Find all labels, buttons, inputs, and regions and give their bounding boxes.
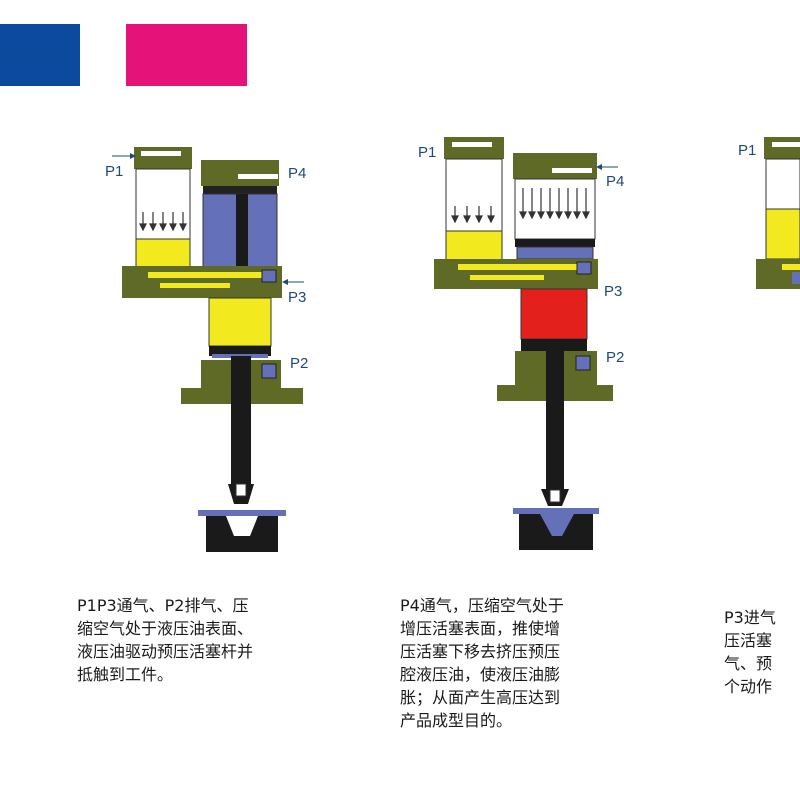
main-body-block xyxy=(122,266,282,298)
port-label-p1-group: P1 xyxy=(105,153,136,180)
air-pressure-arrows xyxy=(451,206,495,224)
port-label-p3: P3 xyxy=(288,289,306,306)
port-label-p4: P4 xyxy=(606,173,624,190)
caption-line: P3进气 xyxy=(724,608,776,627)
port-label-p4: P4 xyxy=(288,165,306,182)
main-body-block xyxy=(434,259,598,289)
workpiece-die xyxy=(198,510,286,552)
oil-reservoir-cylinder xyxy=(444,137,504,262)
caption-line: 压活塞下移去挤压预压 xyxy=(400,642,561,661)
caption-line: 液压油驱动预压活塞杆并 xyxy=(77,642,254,661)
port-label-p1: P1 xyxy=(738,142,756,159)
port-label-p4-group: P4 xyxy=(596,164,624,190)
caption-line: 腔液压油，使液压油膨 xyxy=(400,665,561,684)
caption-diagram-2: P4通气，压缩空气处于 增压活塞表面，推使增 压活塞下移去挤压预压 腔液压油，使… xyxy=(400,594,650,732)
port-label-p1-group: P1 xyxy=(418,144,436,161)
port-label-p3-group: P3 xyxy=(282,279,306,306)
caption-line: 个动作 xyxy=(724,677,773,696)
prepress-piston xyxy=(521,339,587,351)
booster-cylinder xyxy=(513,153,597,260)
diagram-1: P1 P4 P3 P2 xyxy=(105,147,308,552)
caption-line: P4通气，压缩空气处于 xyxy=(400,596,564,615)
caption-diagram-3: P3进气 压活塞 气、预 个动作 xyxy=(724,606,800,698)
caption-line: 缩空气处于液压油表面、 xyxy=(77,619,254,638)
booster-cylinder xyxy=(201,160,279,269)
prepress-oil-chamber xyxy=(208,297,272,347)
piston-rod xyxy=(231,356,251,484)
piston-rod xyxy=(546,351,564,489)
diagram-2: P1 P4 P3 P2 xyxy=(418,137,624,550)
pink-color-swatch xyxy=(126,24,247,86)
port-label-p1: P1 xyxy=(105,163,123,180)
oil-reservoir-cylinder xyxy=(134,147,192,268)
caption-line: 抵触到工件。 xyxy=(77,665,174,684)
caption-diagram-1: P1P3通气、P2排气、压 缩空气处于液压油表面、 液压油驱动预压活塞杆并 抵触… xyxy=(77,594,347,686)
caption-line: 胀；从面产生高压达到 xyxy=(400,688,561,707)
diagram-3: P1 xyxy=(738,137,800,289)
port-label-p2: P2 xyxy=(606,349,624,366)
caption-line: P1P3通气、P2排气、压 xyxy=(77,596,249,615)
prepress-piston xyxy=(209,346,271,356)
caption-line: 增压活塞表面，推使增 xyxy=(400,619,561,638)
port-label-p3: P3 xyxy=(604,283,622,300)
caption-line: 气、预 xyxy=(724,654,773,673)
caption-line: 产品成型目的。 xyxy=(400,711,513,730)
air-pressure-arrows xyxy=(519,188,590,220)
air-pressure-arrows xyxy=(139,212,187,232)
workpiece-die xyxy=(513,508,599,550)
caption-line: 压活塞 xyxy=(724,631,773,650)
high-pressure-oil-chamber xyxy=(520,288,588,340)
port-label-p2: P2 xyxy=(290,355,308,372)
port-label-p1: P1 xyxy=(418,144,436,161)
blue-color-swatch xyxy=(0,24,80,86)
